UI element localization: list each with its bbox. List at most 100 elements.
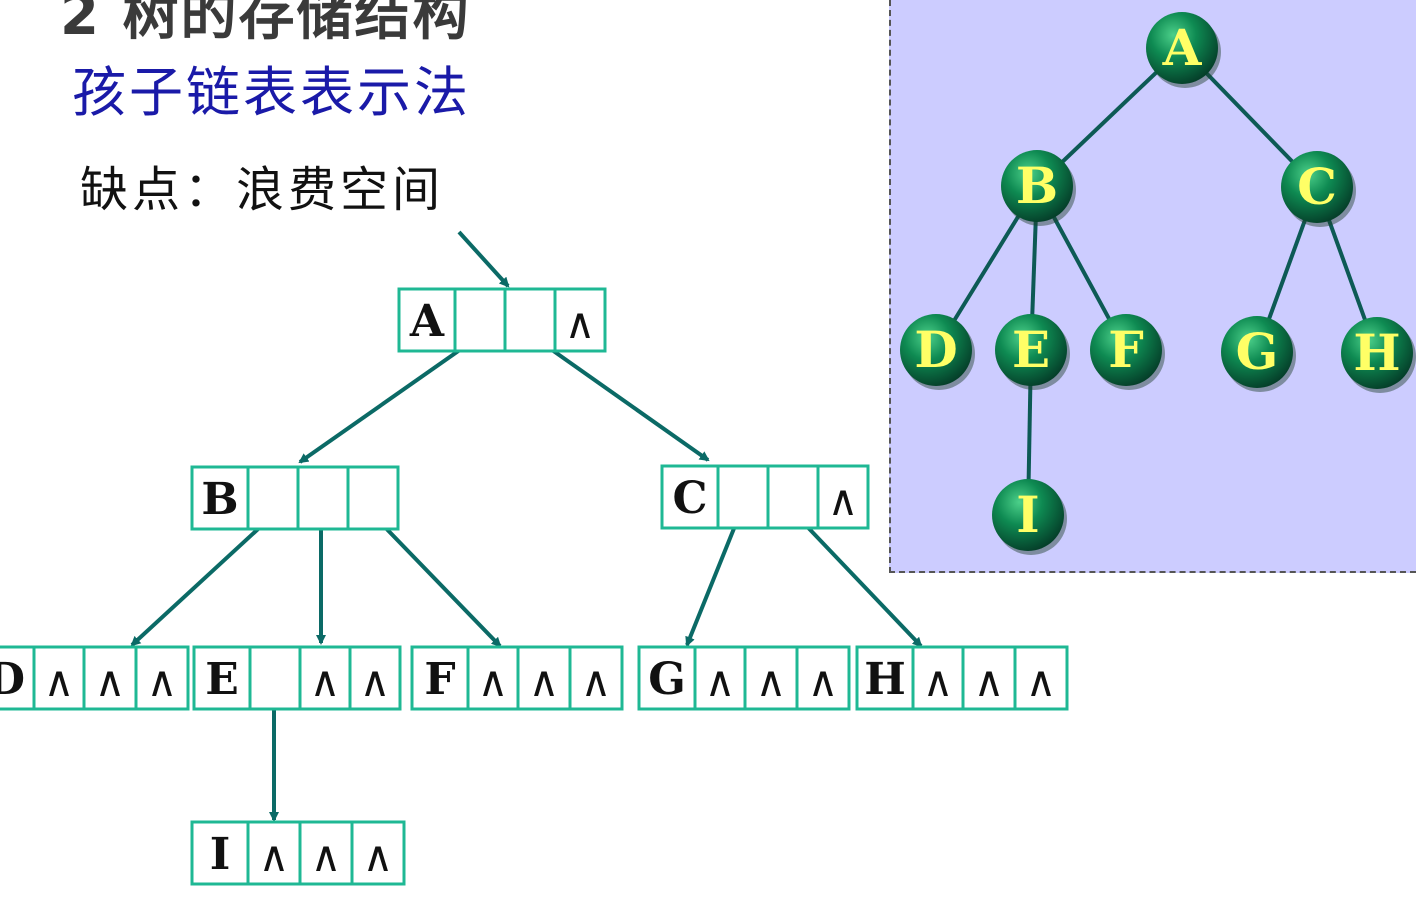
drawback-note: 缺点：浪费空间	[80, 162, 445, 218]
pointer-arrow-c-g	[685, 515, 741, 647]
node-data-cell	[660, 464, 720, 530]
tree-node-ball	[900, 314, 972, 386]
list-node-i: I ∧ ∧ ∧	[190, 820, 406, 886]
null-pointer-symbol: ∧	[95, 657, 126, 706]
tree-node-ball	[1001, 150, 1073, 222]
slide-subtitle: 孩子链表表示法	[72, 61, 471, 124]
child-pointer-cell	[795, 645, 851, 711]
null-pointer-symbol: ∧	[44, 657, 75, 706]
tree-node-i: I	[992, 479, 1067, 555]
child-pointer-cell	[82, 645, 138, 711]
slide-heading: 2 树的存储结构	[60, 0, 471, 48]
null-pointer-symbol: ∧	[310, 657, 341, 706]
list-node-h: H ∧ ∧ ∧	[855, 645, 1069, 711]
node-label: A	[409, 296, 445, 347]
null-pointer-symbol: ∧	[828, 476, 859, 525]
null-pointer-symbol: ∧	[974, 657, 1005, 706]
child-pointer-cell	[516, 645, 572, 711]
child-pointer-cell	[568, 645, 624, 711]
tree-node-ball	[1221, 316, 1293, 388]
node-label: F	[424, 654, 455, 705]
node-label: H	[864, 654, 906, 705]
child-pointer-cell	[816, 464, 870, 530]
node-label: C	[672, 473, 707, 524]
node-data-cell	[0, 645, 36, 711]
list-node-g: G ∧ ∧ ∧	[637, 645, 851, 711]
null-pointer-symbol: ∧	[923, 657, 954, 706]
tree-node-e: E	[995, 314, 1070, 390]
list-node-c: C∧	[660, 464, 870, 530]
pointer-arrow-c-h	[795, 514, 923, 648]
child-pointer-cell	[1013, 645, 1069, 711]
tree-node-d: D	[900, 314, 975, 390]
child-pointer-cell	[246, 465, 300, 531]
tree-node-label: G	[1236, 322, 1279, 381]
node-label: D	[0, 654, 25, 705]
tree-node-ball	[1090, 314, 1162, 386]
list-node-f: F ∧ ∧ ∧	[410, 645, 624, 711]
node-data-cell	[192, 645, 252, 711]
list-node-a: A∧	[397, 287, 607, 353]
null-pointer-symbol: ∧	[147, 657, 178, 706]
child-pointer-cell	[296, 465, 350, 531]
tree-node-label: F	[1108, 320, 1144, 379]
null-pointer-symbol: ∧	[311, 832, 342, 881]
tree-node-label: A	[1162, 18, 1203, 77]
null-pointer-symbol: ∧	[529, 657, 560, 706]
null-pointer-symbol: ∧	[360, 657, 391, 706]
tree-node-label: D	[914, 320, 957, 379]
child-pointer-cell	[503, 287, 557, 353]
pointer-arrow-a-c	[526, 331, 710, 462]
child-pointer-cell	[453, 287, 507, 353]
child-pointer-cell	[348, 645, 402, 711]
null-pointer-symbol: ∧	[259, 832, 290, 881]
pointer-arrow-a-b	[298, 331, 486, 464]
node-label: E	[205, 654, 239, 705]
tree-node-label: B	[1016, 156, 1058, 215]
node-label: G	[648, 654, 686, 705]
root-entry-arrow	[457, 230, 510, 288]
child-pointer-cell	[766, 464, 820, 530]
tree-node-ball	[1281, 151, 1353, 223]
tree-node-label: H	[1353, 323, 1400, 382]
tree-node-b: B	[1001, 150, 1076, 226]
tree-node-ball	[1146, 12, 1218, 84]
node-data-cell	[190, 820, 250, 886]
tree-node-ball	[1341, 317, 1413, 389]
child-pointer-cell	[553, 287, 607, 353]
tree-node-c: C	[1281, 151, 1356, 227]
node-data-cell	[637, 645, 697, 711]
null-pointer-symbol: ∧	[478, 657, 509, 706]
null-pointer-symbol: ∧	[565, 299, 596, 348]
node-data-cell	[410, 645, 470, 711]
tree-node-ball	[992, 479, 1064, 551]
tree-node-a: A	[1146, 12, 1221, 88]
child-pointer-cell	[961, 645, 1017, 711]
tree-node-label: E	[1012, 320, 1050, 379]
null-pointer-symbol: ∧	[756, 657, 787, 706]
tree-node-label: C	[1297, 157, 1337, 216]
null-pointer-symbol: ∧	[1026, 657, 1057, 706]
node-label: B	[201, 474, 238, 525]
null-pointer-symbol: ∧	[581, 657, 612, 706]
node-label: I	[210, 829, 231, 880]
pointer-arrow-b-f	[374, 516, 502, 648]
list-node-e: E ∧ ∧	[192, 645, 402, 711]
tree-node-f: F	[1090, 314, 1165, 390]
pointer-arrow-b-d	[130, 516, 272, 647]
child-pointer-cell	[134, 645, 190, 711]
null-pointer-symbol: ∧	[363, 832, 394, 881]
null-pointer-symbol: ∧	[705, 657, 736, 706]
list-node-d: D ∧ ∧ ∧	[0, 645, 190, 711]
tree-node-h: H	[1341, 317, 1416, 393]
tree-node-g: G	[1221, 316, 1296, 392]
tree-node-label: I	[1016, 485, 1039, 544]
child-pointer-cell	[716, 464, 770, 530]
null-pointer-symbol: ∧	[808, 657, 839, 706]
child-pointer-cell	[248, 645, 302, 711]
list-node-b: B	[190, 465, 400, 531]
child-pointer-cell	[743, 645, 799, 711]
child-pointer-cell	[466, 645, 520, 711]
child-pointer-cell	[350, 820, 406, 886]
